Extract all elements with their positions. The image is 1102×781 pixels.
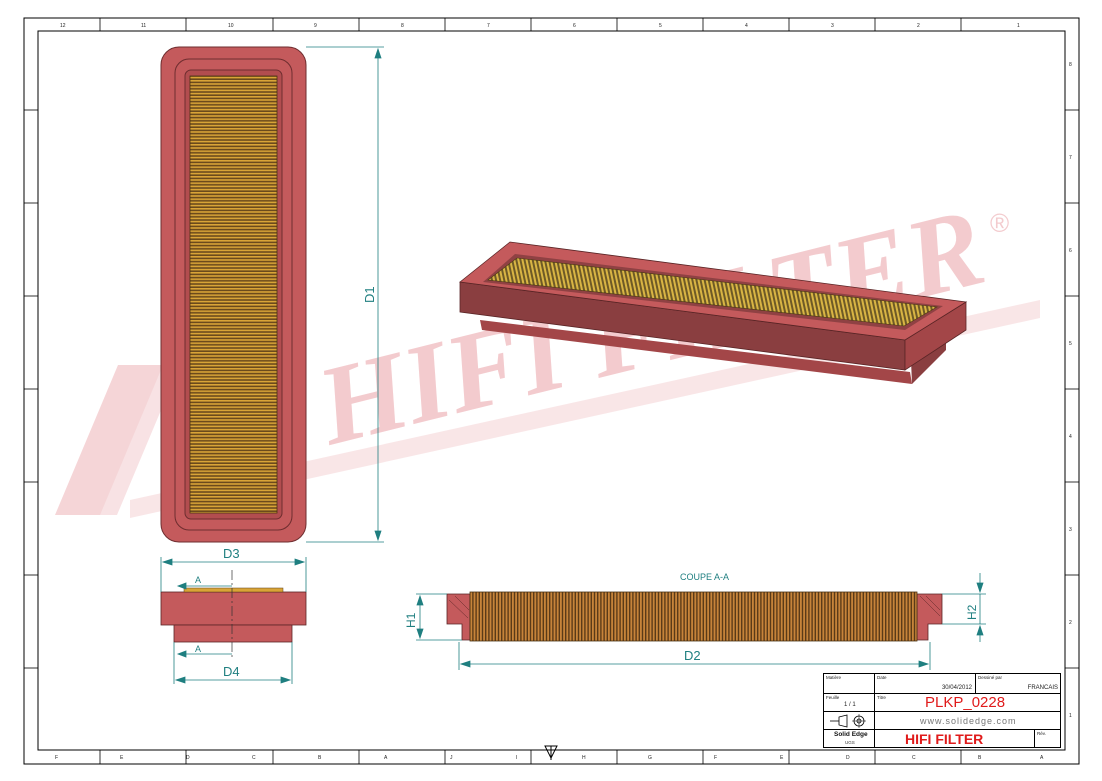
tb-projection-cell [824,712,875,730]
tb-software-sub: UGS [845,740,855,745]
tb-sheet-value: 1 / 1 [844,702,856,708]
tb-language-value: FRANCAIS [1027,685,1058,691]
border-label: C [252,755,256,761]
watermark-registered: ® [990,208,1009,238]
tb-company: HIFI FILTER [905,731,984,747]
border-label: 4 [1069,434,1072,440]
top-view-filter [160,46,307,543]
dimension-d1 [306,46,384,543]
tb-label-drawn-by: Dessiné par [978,675,1003,680]
tb-sheet-cell: Feuille 1 / 1 [824,694,875,712]
section-mark-top: A [195,575,201,585]
dimension-d3 [160,557,307,592]
border-labels-right: 8 7 6 5 4 3 2 1 [1069,62,1072,719]
tb-label-date: Date [877,675,887,680]
border-label: B [318,755,322,761]
border-label: D [186,755,190,761]
dimension-label-h2: H2 [965,604,979,620]
border-label: G [648,755,652,761]
border-label: C [912,755,916,761]
tb-label-material: Matière [826,675,842,680]
tb-author-cell: Dessiné par FRANCAIS [976,674,1061,694]
border-labels-bottom: F E D C B A J I H G F E D C B A [55,755,1044,761]
tb-date-value: 30/04/2012 [941,685,972,691]
border-label: 3 [1069,527,1072,533]
tb-date-cell: Date 30/04/2012 [875,674,976,694]
tb-label-revision: Rév. [1037,731,1046,736]
pleat-pack-iso [487,257,938,327]
border-label: 1 [1017,23,1020,29]
tb-company-cell: HIFI FILTER [875,730,1035,748]
dimension-label-h1: H1 [404,612,418,628]
border-label: F [55,755,58,761]
border-label: 12 [60,23,66,29]
tb-title-cell: Titre PLKP_0228 [875,694,1061,712]
border-label: 8 [401,23,404,29]
border-label: 10 [228,23,234,29]
tb-label-sheet: Feuille [826,695,840,700]
pleat-pack-section [469,591,918,642]
section-mark-bottom: A [195,644,201,654]
tb-part-number: PLKP_0228 [925,694,1006,711]
border-label: E [780,755,784,761]
border-label: A [1040,755,1044,761]
tb-software: Solid Edge [834,731,868,738]
border-label: I [516,755,517,761]
outer-frame [23,17,1080,765]
border-label: 3 [831,23,834,29]
border-label: E [120,755,124,761]
border-label: 7 [1069,155,1072,161]
section-arrows [176,582,232,658]
tb-revision-cell: Rév. [1035,730,1061,748]
border-label: 5 [659,23,662,29]
tb-website-cell: www.solidedge.com [875,712,1061,730]
border-label: 2 [1069,620,1072,626]
border-label: 4 [745,23,748,29]
border-labels-top: 12 11 10 9 8 7 6 5 4 3 2 1 [60,23,1020,29]
border-label: 11 [141,23,146,29]
border-label: A [384,755,388,761]
border-label: F [714,755,717,761]
border-ticks [24,18,1079,764]
border-label: 2 [917,23,920,29]
border-label: H [582,755,586,761]
border-label: B [978,755,982,761]
border-label: 7 [487,23,490,29]
title-block: Matière Date 30/04/2012 Dessiné par FRAN… [823,673,1061,748]
section-view-filter [446,591,943,642]
isometric-view-filter [459,241,968,384]
border-label: J [450,755,453,761]
tb-software-cell: Solid Edge UGS [824,730,875,748]
dimension-h1 [416,593,462,641]
section-title: COUPE A-A [680,572,729,582]
border-label: 6 [573,23,576,29]
pleat-pack-top [189,75,278,514]
projection-symbol-icon [830,714,866,728]
tb-label-title: Titre [877,695,886,700]
border-label: 9 [314,23,317,29]
dimension-h2 [942,573,986,642]
border-label: 5 [1069,341,1072,347]
tb-website: www.solidedge.com [920,716,1017,726]
side-view-filter [160,570,307,660]
tb-material-cell: Matière [824,674,875,694]
dimension-label-d2: D2 [684,648,701,663]
dimension-label-d3: D3 [223,546,240,561]
dimension-d2 [458,642,931,670]
dimension-label-d1: D1 [362,286,377,303]
border-label: 6 [1069,248,1072,254]
border-label: 1 [1069,713,1072,719]
dimension-label-d4: D4 [223,664,240,679]
border-label: D [846,755,850,761]
border-label: 8 [1069,62,1072,68]
dimension-d4 [173,642,293,684]
